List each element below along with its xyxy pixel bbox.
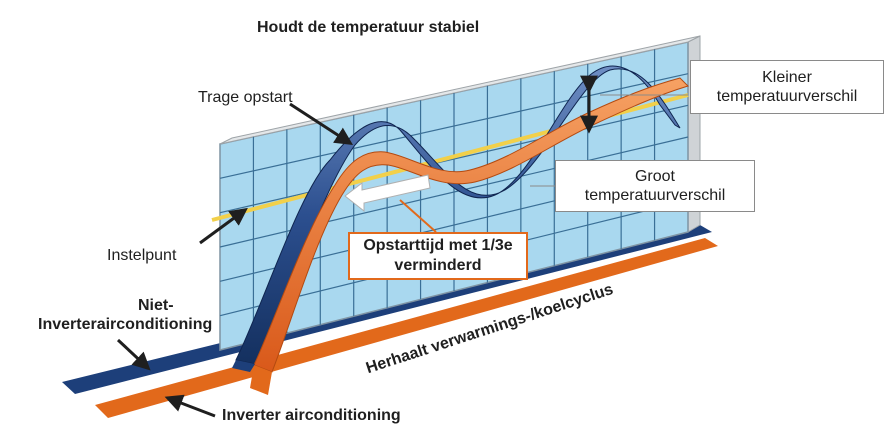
non-inverter-pointer xyxy=(116,338,151,371)
non-inverter-label-line2: Inverterairconditioning xyxy=(38,316,213,333)
large-difference-box: Groot temperatuurverschil xyxy=(555,160,755,212)
grid-row-line xyxy=(219,104,689,214)
inverter-label: Inverter airconditioning xyxy=(222,407,401,424)
setpoint-label: Instelpunt xyxy=(107,247,177,264)
slow-start-pointer xyxy=(289,102,354,145)
inverter-floor-band xyxy=(95,238,718,418)
small-difference-box: Kleiner temperatuurverschil xyxy=(690,60,884,114)
setpoint-pointer xyxy=(199,207,248,245)
large-difference-line1: Groot xyxy=(634,168,675,185)
non-inverter-wave xyxy=(235,65,681,365)
grid-row-line xyxy=(219,73,689,179)
non-inverter-label-line1: Niet- xyxy=(138,297,174,314)
startup-reduction-box: Opstarttijd met 1/3e verminderd xyxy=(348,232,528,280)
small-difference-line2: temperatuurverschil xyxy=(716,88,858,105)
startup-reduction-line2: verminderd xyxy=(394,257,482,274)
small-difference-line1: Kleiner xyxy=(762,69,812,86)
inverter-wave-tail xyxy=(250,365,272,395)
startup-reduction-line1: Opstarttijd met 1/3e xyxy=(363,237,513,254)
inverter-wave xyxy=(253,77,689,373)
startup-box-pointer xyxy=(399,199,437,233)
inverter-pointer xyxy=(164,394,216,418)
startup-reduction-arrow xyxy=(344,174,431,213)
non-inverter-wave-tail xyxy=(232,360,255,372)
diagram-title: Houdt de temperatuur stabiel xyxy=(257,19,480,36)
wall-top xyxy=(219,35,701,145)
large-difference-line2: temperatuurverschil xyxy=(584,187,726,204)
slow-start-label: Trage opstart xyxy=(198,89,293,106)
